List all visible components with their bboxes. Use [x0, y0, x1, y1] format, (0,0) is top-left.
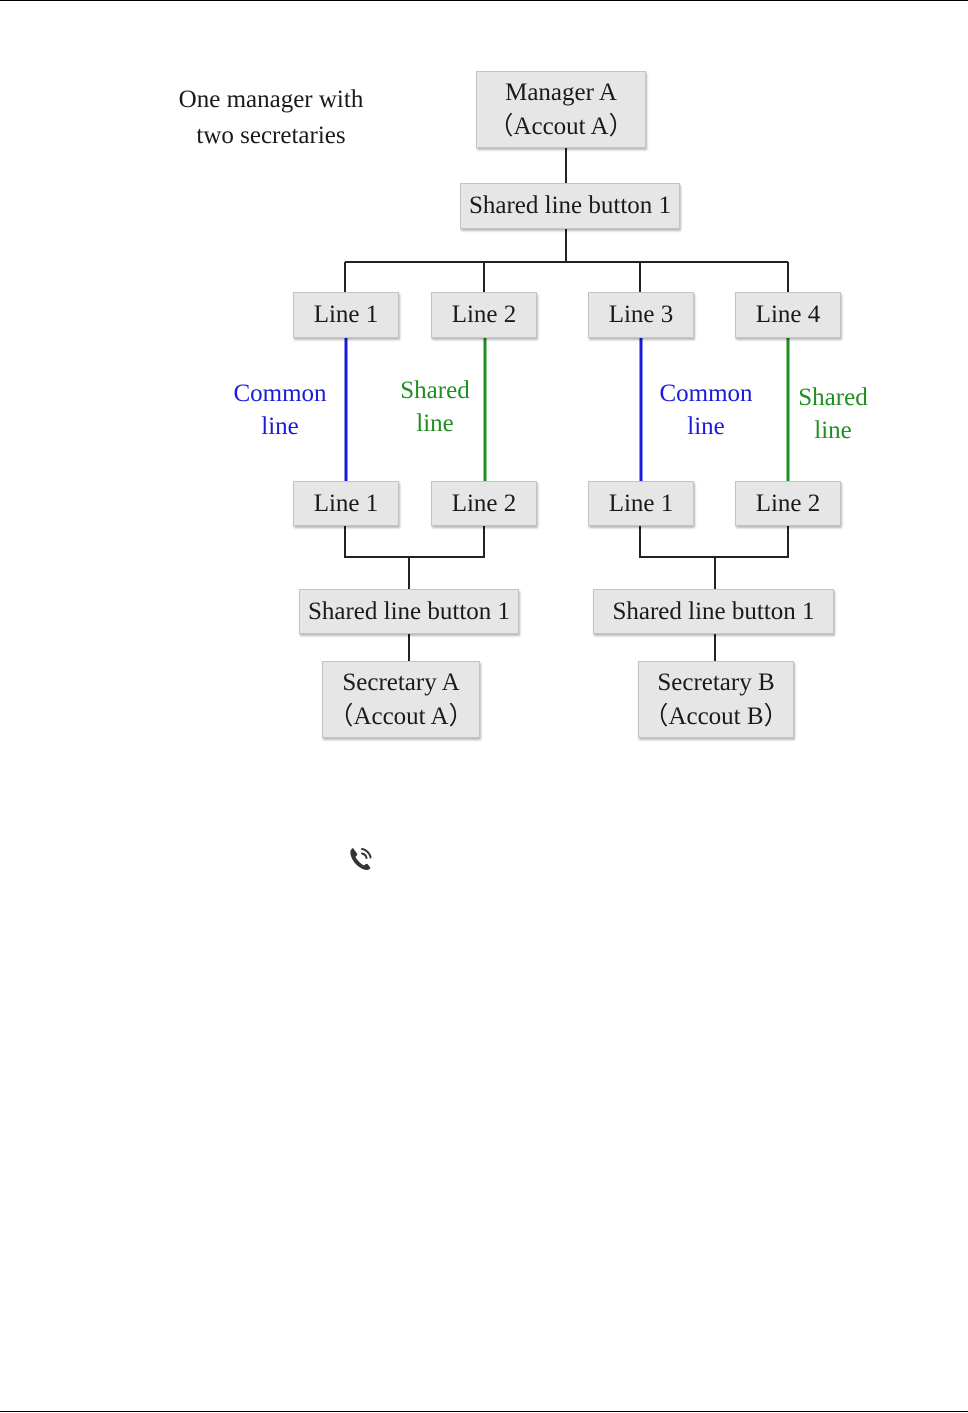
secretary-b-line-2: Line 2 — [735, 481, 841, 526]
secretary-a-shared-line-button: Shared line button 1 — [299, 589, 519, 634]
manager-line-4: Line 4 — [735, 292, 841, 338]
secretary-b-name: Secretary B — [657, 666, 774, 700]
secretary-b-line-1: Line 1 — [588, 481, 694, 526]
link-label-common-1: Common line — [220, 377, 340, 443]
link-label-shared-4: Shared line — [790, 381, 876, 447]
caption-line-1: One manager with — [160, 82, 382, 118]
connector-secretary-a-lines — [345, 526, 484, 557]
manager-line-2: Line 2 — [431, 292, 537, 338]
manager-box: Manager A （Accout A） — [476, 71, 646, 148]
link-label-common-3: Common line — [646, 377, 766, 443]
caption-line-2: two secretaries — [160, 118, 382, 154]
secretary-a-account: （Accout A） — [328, 700, 473, 734]
phone-handset-icon — [346, 844, 376, 874]
diagram-caption: One manager with two secretaries — [160, 82, 382, 154]
secretary-a-line-2: Line 2 — [431, 481, 537, 526]
manager-line-3: Line 3 — [588, 292, 694, 338]
secretary-a-box: Secretary A （Accout A） — [322, 661, 480, 738]
connector-secretary-b-lines — [640, 526, 788, 557]
secretary-a-name: Secretary A — [342, 666, 459, 700]
secretary-b-shared-line-button: Shared line button 1 — [593, 589, 834, 634]
secretary-b-box: Secretary B （Accout B） — [638, 661, 794, 738]
manager-shared-line-button: Shared line button 1 — [460, 183, 680, 229]
secretary-a-line-1: Line 1 — [293, 481, 399, 526]
manager-line-1: Line 1 — [293, 292, 399, 338]
manager-name: Manager A — [505, 76, 617, 110]
manager-account: （Accout A） — [488, 110, 633, 144]
secretary-b-account: （Accout B） — [643, 700, 788, 734]
link-label-shared-2: Shared line — [385, 374, 485, 440]
